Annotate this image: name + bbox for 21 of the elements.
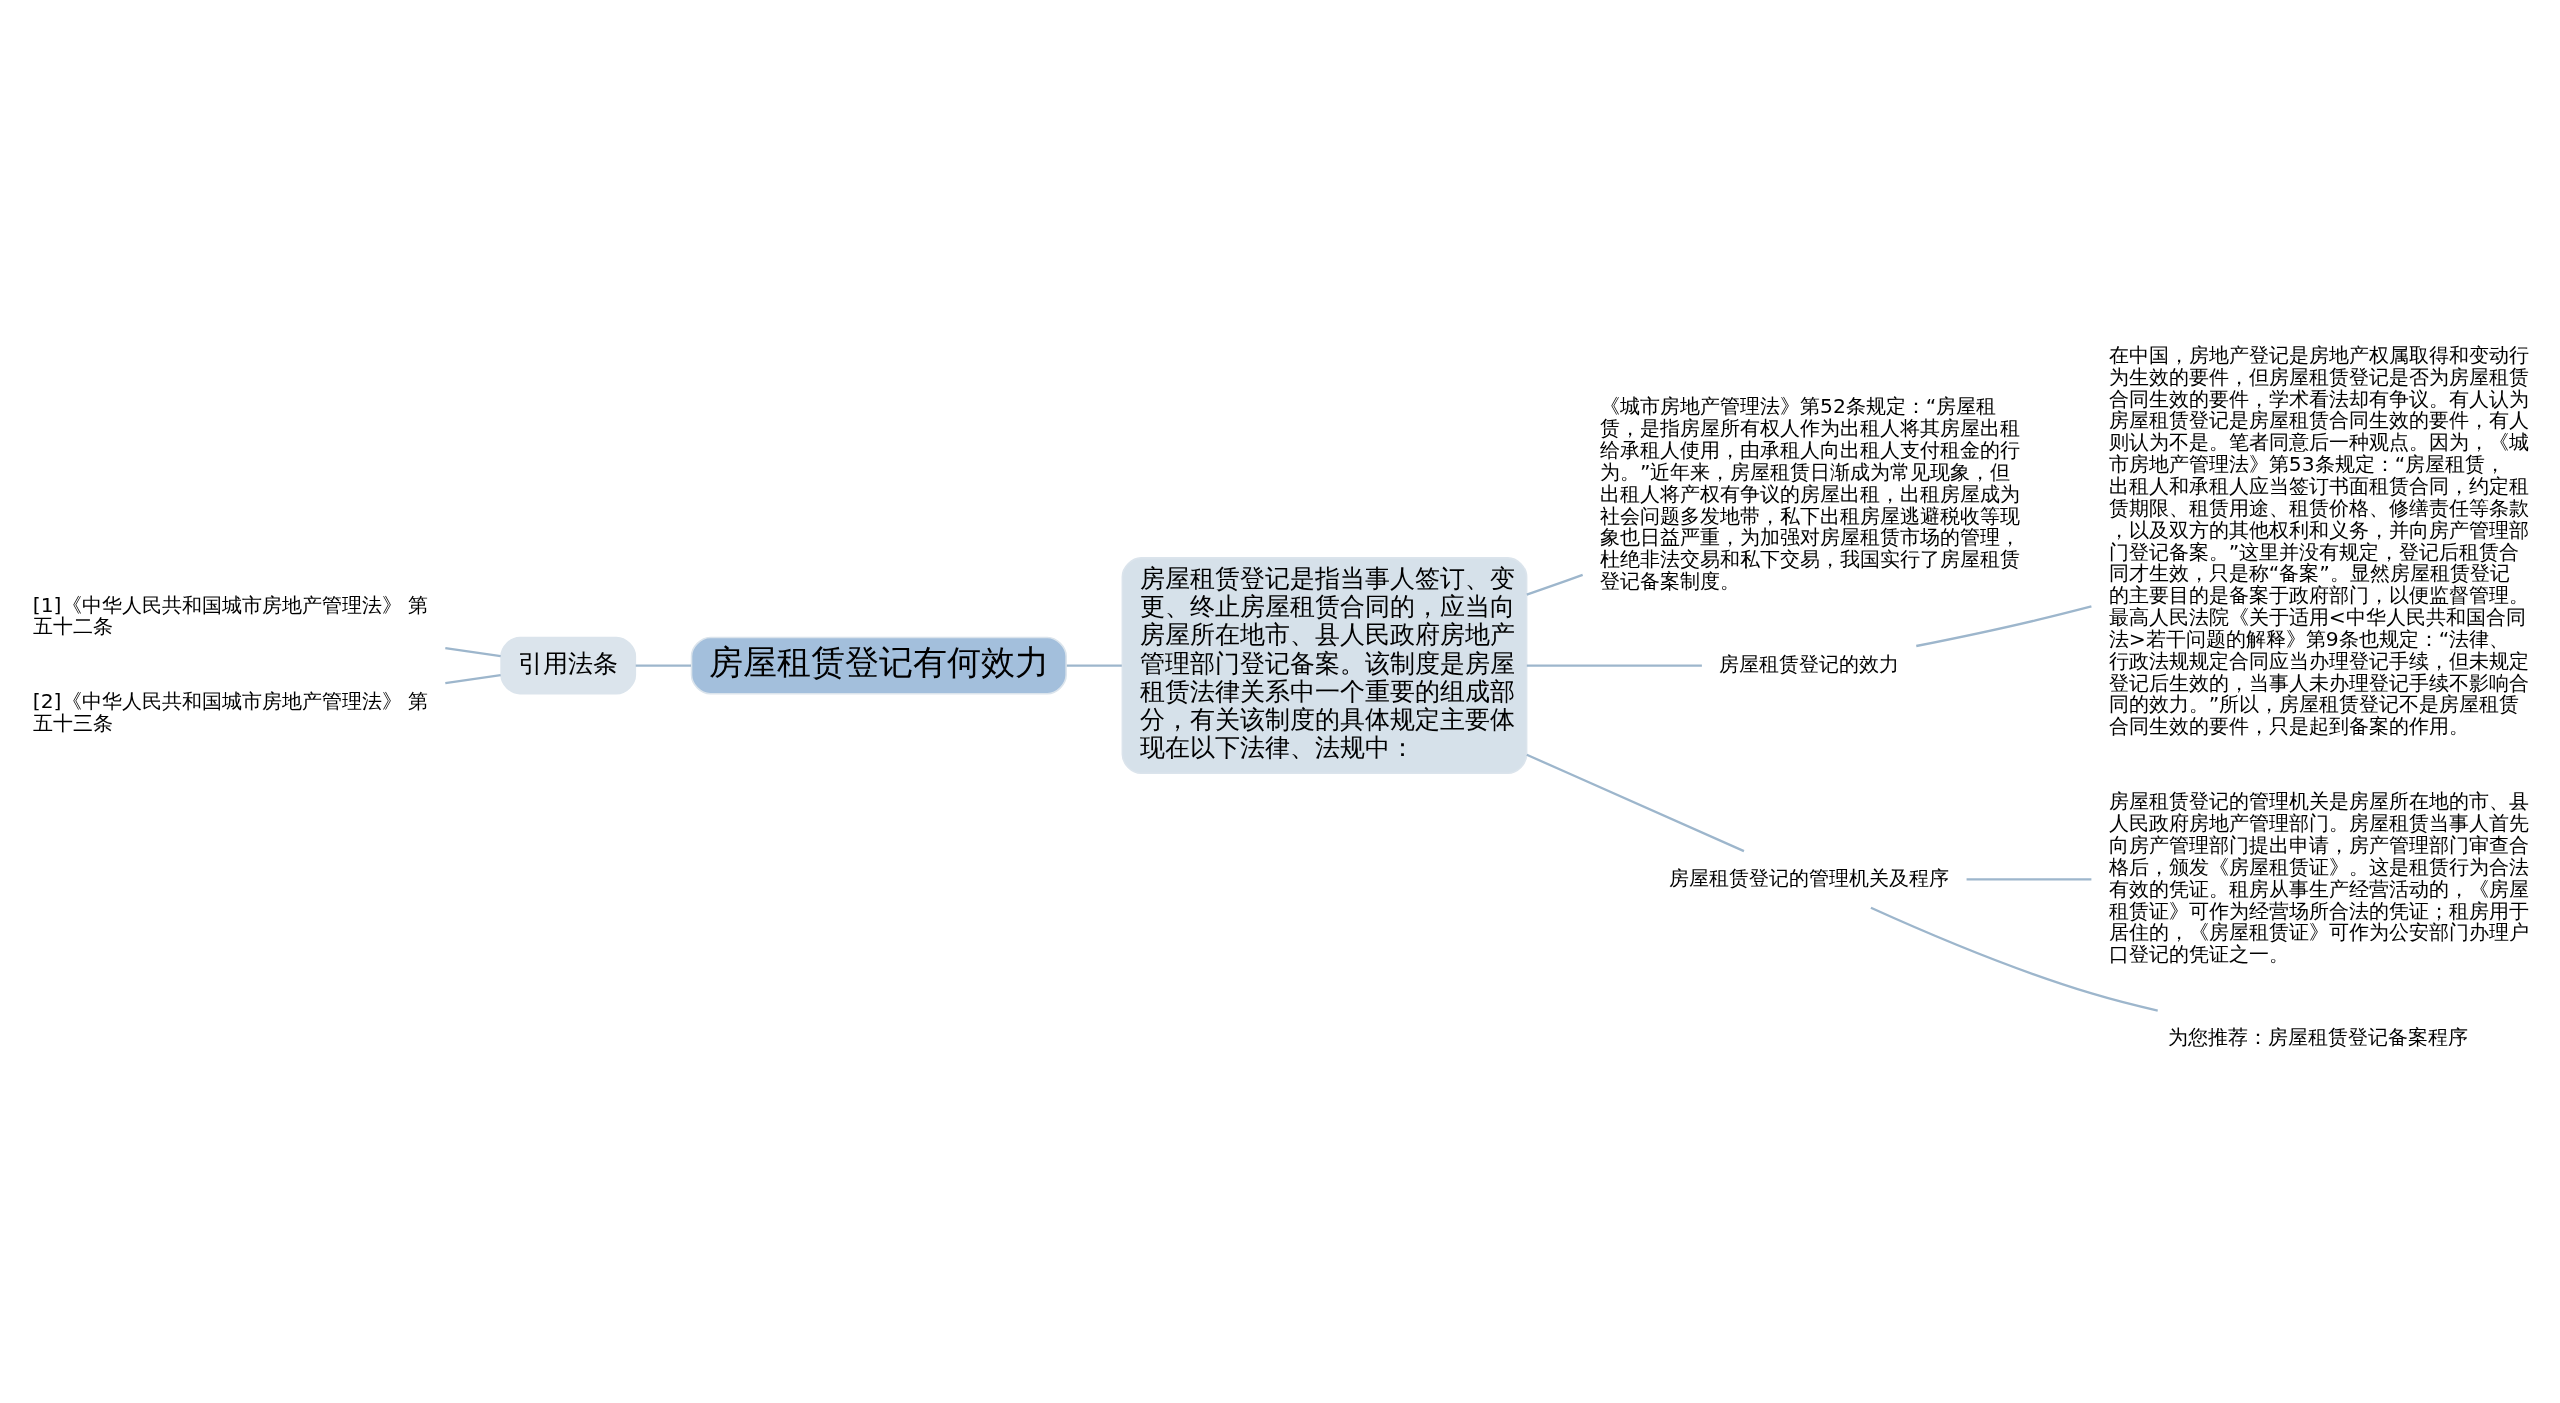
node-text: [1]《中华人民共和国城市房地产管理法》 第五十二条 [32,592,429,639]
connector [1526,664,1702,667]
node-text: 房屋租赁登记的管理机关及程序 [1669,865,1950,890]
connector [1066,664,1122,667]
node-text: 为您推荐：房屋租赁登记备案程序 [2168,1024,2469,1049]
node-box: 房屋租赁登记有何效力 [690,636,1067,695]
connector [1526,753,1745,853]
node-text: 《城市房地产管理法》第52条规定：“房屋租赁，是指房屋所有权人作为出租人将其房屋出租给承租人使用，由承租人向出租人支付租金的行为。”近年来，房屋租赁日渐成为常见现象，但出租人将产权有争议的房屋出租，出租房屋成为社会问题多发地带，私下出租房屋逃避税收等现象也日益严重，为加强对房屋租赁市场的管理，杜绝非法交易和私下交易，我国实行了房屋租赁登记备案制度。 [1599,394,2020,594]
node-text: [2]《中华人民共和国城市房地产管理法》 第五十三条 [32,689,429,736]
connector [1966,878,2092,881]
connector [1916,605,2092,648]
connector [445,674,501,685]
node-text: 房屋租赁登记的管理机关是房屋所在地的市、县人民政府房地产管理部门。房屋租赁当事人首先向房产管理部门提出申请，房产管理部门审查合格后，颁发《房屋租赁证》。这是租赁行为合法有效的凭证。租房从事生产经营活动的，《房屋租赁证》可作为经营场所合法的凭证；租房用于居住的，《房屋租赁证》可作为公安部门办理户口登记的凭证之一。 [2108,789,2529,967]
node-text: 房屋租赁登记的效力 [1719,651,1900,676]
node-box: 引用法条 [500,636,637,695]
node-text: 在中国，房地产登记是房地产权属取得和变动行为生效的要件，但房屋租赁登记是否为房屋租赁合同生效的要件，学术看法却有争议。有人认为房屋租赁登记是房屋租赁合同生效的要件，有人则认为不是。笔者同意后一种观点。因为，《城市房地产管理法》第53条规定：“房屋租赁，出租人和承租人应当签订书面租赁合同，约定租赁期限、租赁用途、租赁价格、修缮责任等条款，以及双方的其他权利和义务，并向房产管理部门登记备案。”这里并没有规定，登记后租赁合同才生效，只是称“备案”。显然房屋租赁登记的主要目的是备案于政府部门，以便监督管理。最高人民法院《关于适用<中华人民共和国合同法>若干问题的解释》第9条也规定：“法律、行政法规规定合同应当办理登记手续，但未规定登记后生效的，当事人未办理登记手续不影响合同的效力。”所以，房屋租赁登记不是房屋租赁合同生效的要件，只是起到备案的作用。 [2108,342,2529,739]
connector [1526,573,1584,596]
connector [1870,906,2158,1012]
connector [445,646,501,658]
connector [635,664,691,667]
node-box: 房屋租赁登记是指当事人签订、变更、终止房屋租赁合同的，应当向房屋所在地市、县人民政府房地产管理部门登记备案。该制度是房屋租赁法律关系中一个重要的组成部分，有关该制度的具体规定主要体现在以下法律、法规中： [1121,557,1528,775]
